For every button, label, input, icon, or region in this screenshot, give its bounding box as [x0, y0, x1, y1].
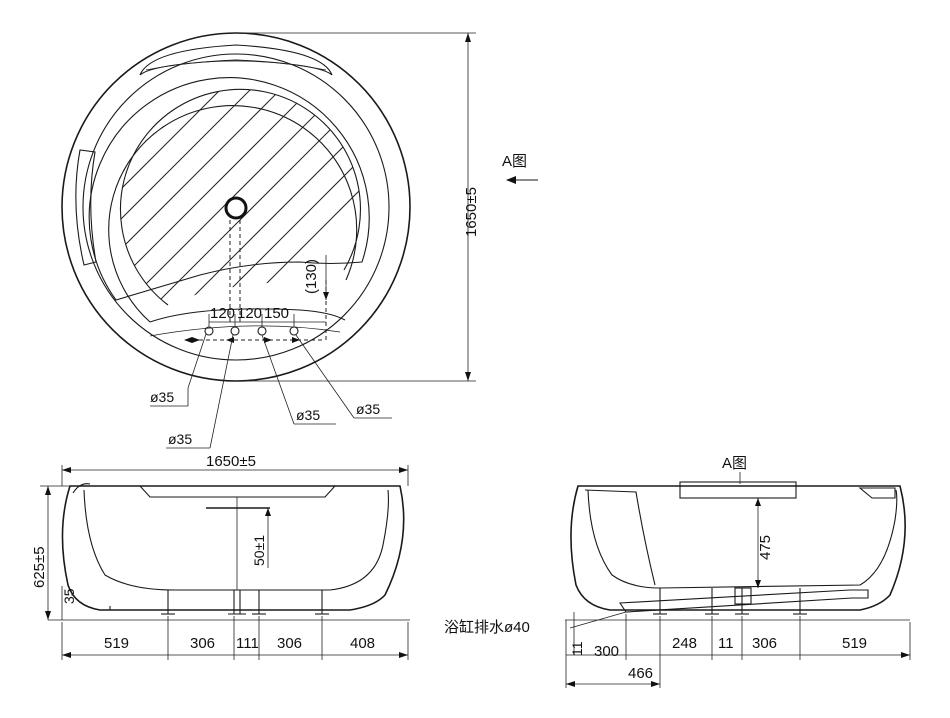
drain-label: 浴缸排水ø40	[444, 618, 530, 636]
side-drain-height: 11	[569, 641, 585, 656]
front-dim-408: 408	[350, 635, 375, 652]
front-overall-width: 1650±5	[206, 453, 256, 470]
hole-3	[257, 326, 267, 336]
side-dim-11: 11	[718, 635, 734, 652]
side-tub-body	[570, 485, 906, 611]
front-height-label: 625±5	[31, 546, 48, 588]
hole-label-3: ø35	[296, 407, 320, 423]
bench-edge	[149, 308, 346, 323]
side-handle	[75, 149, 97, 266]
drain-hole	[224, 196, 248, 220]
side-view-a-label: A图	[722, 455, 747, 472]
overall-diameter-label: 1650±5	[463, 187, 480, 237]
bench-inner	[149, 325, 341, 337]
front-base-height: 35	[61, 588, 77, 604]
front-tub-body	[61, 485, 405, 611]
headrest-pillow	[139, 44, 333, 76]
side-dim-248: 248	[672, 635, 697, 652]
spacing-label-1: 120	[210, 305, 235, 322]
front-dim-519: 519	[104, 635, 129, 652]
side-dim-300: 300	[594, 643, 619, 660]
front-tub-inner	[83, 489, 389, 591]
front-handle	[72, 483, 91, 494]
side-handle	[858, 487, 896, 499]
front-feet	[161, 590, 329, 615]
spacing-label-3: 150	[264, 305, 289, 322]
side-feet	[653, 588, 807, 615]
front-view: 1650±5 625±5 35	[31, 453, 410, 660]
drain-trap	[734, 587, 752, 605]
hole-label-1: ø35	[150, 389, 174, 405]
front-faucet-height: 50±1	[251, 535, 267, 566]
floor-outline	[119, 88, 362, 306]
offset-label: (130)	[303, 259, 320, 294]
hole-4	[289, 326, 299, 336]
drain-pipe	[619, 589, 869, 613]
front-dim-306a: 306	[190, 635, 215, 652]
hole-label-4: ø35	[356, 401, 380, 417]
front-headrest	[139, 485, 336, 498]
view-a-label: A图	[502, 153, 527, 170]
side-dim-519: 519	[842, 635, 867, 652]
side-depth-label: 475	[757, 535, 774, 560]
hole-label-2: ø35	[168, 431, 192, 447]
spacing-label-2: 120	[237, 305, 262, 322]
side-dim-466: 466	[628, 665, 653, 682]
side-view: A图 475 浴缸排水ø40 1	[444, 455, 911, 688]
headrest-seam	[145, 60, 327, 71]
front-dim-306b: 306	[277, 635, 302, 652]
top-view: 120 120 150 (130) 1650±5 A图 ø35 ø35	[61, 32, 538, 449]
floor-hatch	[120, 89, 361, 305]
side-headrest	[679, 481, 797, 499]
side-tub-inner	[587, 489, 898, 589]
side-backrest	[584, 489, 656, 586]
hole-2	[230, 326, 240, 336]
tub-inner-rim	[82, 53, 390, 361]
side-dim-306: 306	[752, 635, 777, 652]
front-dim-111: 111	[236, 635, 259, 652]
basin-edge	[88, 77, 370, 301]
